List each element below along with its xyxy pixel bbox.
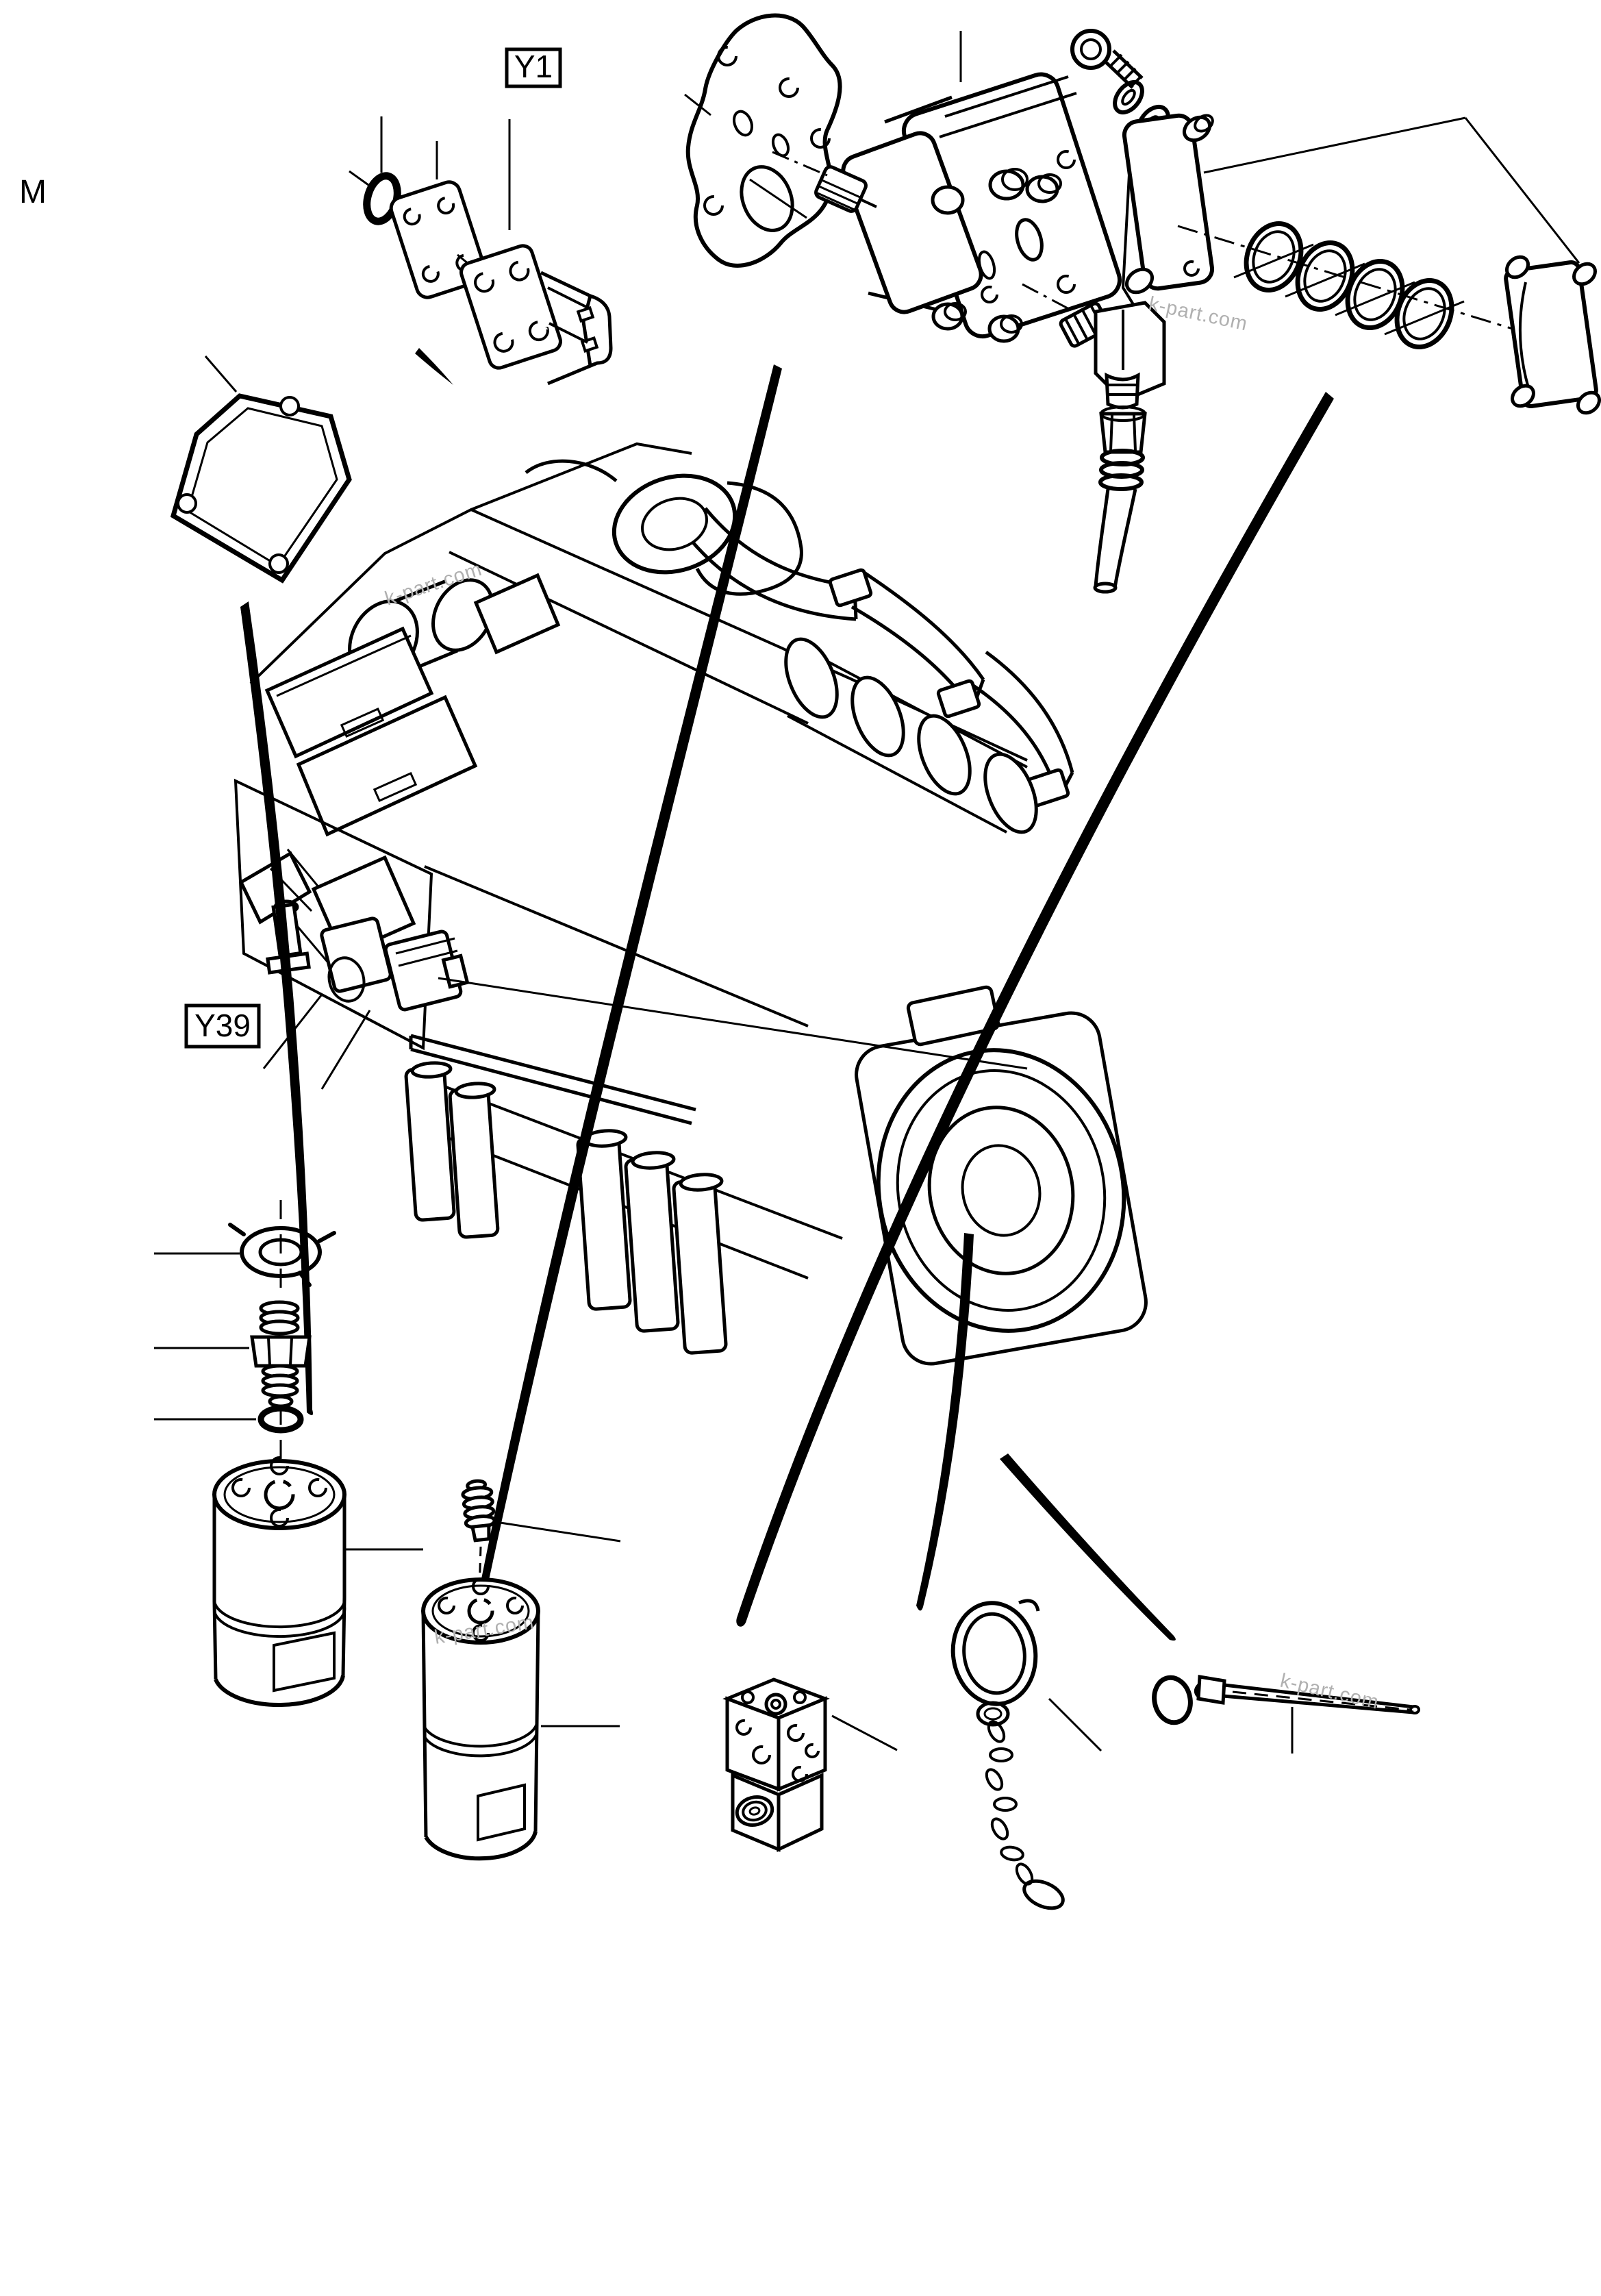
hydraulic-gear-pump: [772, 31, 1122, 343]
callout-y1: Y1: [505, 47, 562, 88]
pump-mounting-gasket: [684, 13, 842, 268]
side-cover-plate: [1121, 113, 1215, 307]
o-ring-set: [1233, 221, 1465, 349]
construction-lines: [1177, 116, 1580, 349]
oil-level-dipstick: [1152, 1675, 1420, 1754]
solenoid-valve-group: [238, 851, 470, 1012]
sensor-nipple-fitting: [154, 1200, 312, 1471]
adapter-flange-body: [459, 119, 613, 386]
diesel-engine-assembly: [234, 442, 1148, 1366]
elbow-fitting: [1059, 301, 1166, 410]
spring-washer: [1113, 79, 1144, 115]
breather-plug: [461, 1479, 621, 1591]
marker-m: M: [19, 174, 47, 210]
callout-y1-text: Y1: [514, 49, 553, 84]
end-cover-plate: [1504, 255, 1601, 415]
oil-filter-primary: [212, 1456, 423, 1708]
callout-y39-text: Y39: [194, 1008, 251, 1043]
callout-y39: Y39: [184, 1003, 261, 1049]
socket-head-bolt: [1070, 29, 1144, 89]
leader-swooshes: [240, 348, 1334, 1641]
valve-cover-gasket: [170, 355, 352, 584]
oil-filter-secondary: [421, 1577, 620, 1861]
hydraulic-hose: [1093, 405, 1147, 594]
o-ring-1: [1233, 221, 1314, 292]
watermark-dipstick: k-part.com: [1278, 1670, 1381, 1714]
pilot-valve-block: [722, 1677, 898, 1852]
splined-drive-shaft: [814, 165, 877, 213]
o-ring-4: [1384, 278, 1465, 349]
small-o-ring: [154, 1405, 304, 1434]
protective-cap-with-chain: [950, 1599, 1102, 1910]
